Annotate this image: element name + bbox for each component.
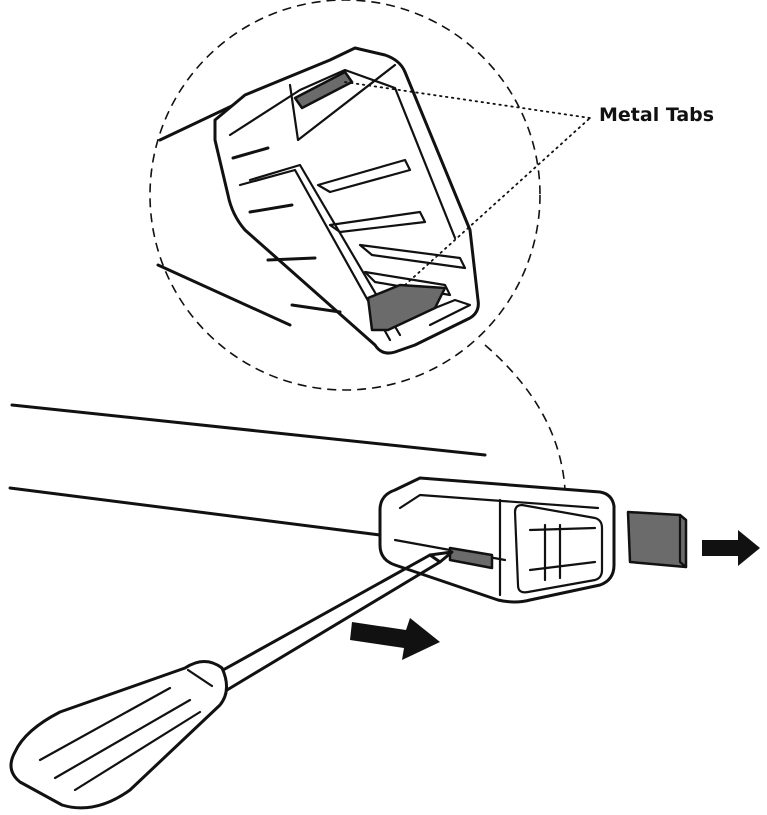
screwdriver-handle-grooves [38, 686, 202, 792]
detail-slot-4 [290, 303, 342, 314]
screwdriver-tip [428, 550, 454, 564]
push-arrow-icon [350, 618, 440, 660]
detail-slot-2 [248, 203, 294, 214]
detail-fin-1 [316, 158, 412, 194]
magnifier-circle [149, 0, 541, 391]
detail-profile-bottom-edge [156, 263, 292, 327]
detail-fin-3 [358, 243, 467, 270]
detail-metal-tab-bottom [366, 283, 447, 332]
detail-fin-4 [363, 270, 452, 297]
detail-metal-tab-top [293, 70, 354, 110]
profile-top-edge [10, 403, 487, 457]
detail-slot-3 [266, 256, 317, 262]
callout-leader-bottom [404, 117, 591, 286]
detail-cap-inner-rim [228, 68, 457, 240]
detail-cap-front-frame [238, 168, 392, 342]
detail-top-slot-frame [288, 63, 397, 142]
screwdriver-ferrule [186, 668, 214, 688]
profile-bottom-edge [8, 486, 382, 537]
metal-tabs-label: Metal Tabs [599, 104, 714, 126]
detail-cap-front-frame-inner [248, 163, 402, 337]
screwdriver-shaft [203, 553, 442, 695]
callout-leader-top [344, 81, 591, 119]
magnified-detail [149, 0, 591, 391]
removed-metal-tab-edge [678, 513, 688, 569]
main-assembly [8, 403, 616, 604]
end-cap-opening [513, 503, 604, 594]
end-cap-inner-ribs [543, 523, 562, 582]
detail-slot-1 [231, 146, 270, 160]
end-cap-top-rim [398, 493, 600, 510]
magnifier-connector [484, 344, 566, 491]
end-cap [378, 476, 616, 604]
detail-fin-2 [328, 210, 427, 234]
screwdriver [9, 550, 454, 810]
detail-end-cap-shell [213, 46, 480, 355]
end-cap-inner-rails [528, 526, 597, 572]
removed-metal-tab [626, 510, 688, 569]
slot-metal-tab [448, 546, 494, 570]
screwdriver-handle [9, 660, 228, 810]
removal-arrow-icon [702, 530, 760, 566]
